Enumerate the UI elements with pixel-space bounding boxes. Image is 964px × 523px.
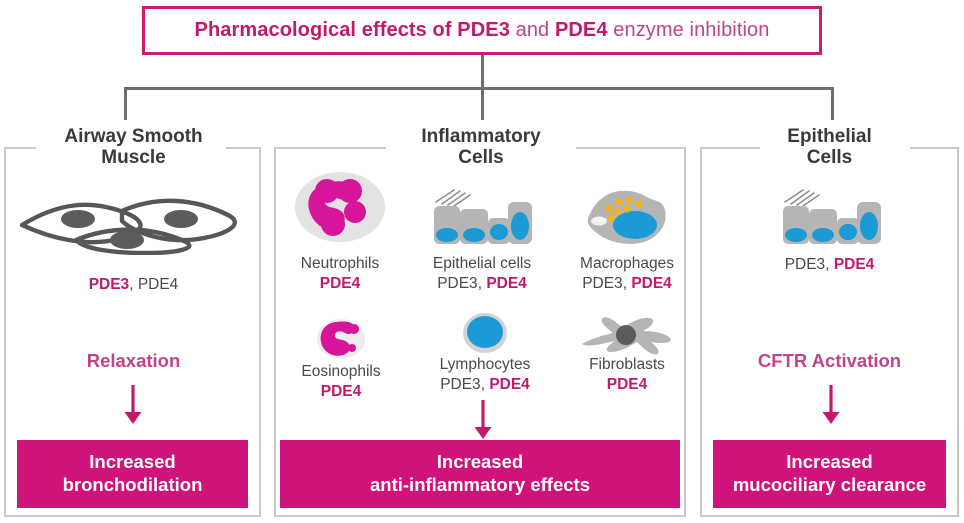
entry-neutrophils: Neutrophils PDE4	[281, 255, 399, 294]
connector-drop-right	[831, 87, 834, 120]
column-header-epithelial-cells: Epithelial Cells	[702, 126, 957, 169]
entry-name: Epithelial cells	[432, 255, 532, 272]
column-header-line2: Cells	[458, 147, 504, 169]
column-header-line2: Cells	[806, 147, 853, 169]
entry-epithelial-cells: Epithelial cells PDE3, PDE4	[415, 255, 549, 294]
pde-highlight: PDE4	[486, 274, 527, 292]
header-gap-mask-col3	[760, 143, 910, 152]
pde-plain: PDE3	[437, 274, 478, 292]
effect-label-relaxation: Relaxation	[86, 350, 181, 371]
arrow-down-col3	[818, 385, 844, 425]
header-gap-mask-col2	[386, 143, 576, 152]
pde-plain: PDE3	[440, 375, 481, 393]
arrow-down-col2	[470, 400, 496, 440]
column-header-line1: Inflammatory	[421, 126, 541, 147]
entry-pde-labels: PDE3, PDE4	[6, 275, 261, 295]
pde-plain: PDE3	[784, 256, 826, 273]
title-segment-3: enzyme inhibition	[607, 19, 770, 41]
outcome-line1: Increased	[89, 451, 176, 473]
header-gap-mask-col1	[36, 143, 226, 152]
title-segment-1: and	[509, 19, 555, 41]
entry-name: Macrophages	[580, 255, 674, 272]
arrow-down-col1	[120, 385, 146, 425]
entry-name: Neutrophils	[300, 255, 380, 272]
macrophage-icon	[583, 188, 671, 246]
fibroblast-icon	[579, 313, 673, 355]
outcome-line2: anti-inflammatory effects	[370, 474, 590, 495]
entry-epithelial-cells-right: PDE3, PDE4	[702, 255, 957, 275]
entry-eosinophils: Eosinophils PDE4	[283, 363, 399, 402]
entry-smooth-muscle-cells: PDE3, PDE4	[6, 275, 261, 295]
connector-horizontal-bus	[124, 87, 834, 90]
entry-name: Fibroblasts	[589, 356, 665, 373]
pde-separator: ,	[129, 276, 138, 293]
smooth-muscle-cells-icon	[18, 193, 248, 256]
pde-highlight: PDE4	[319, 274, 361, 292]
outcome-line1: Increased	[786, 451, 873, 473]
pde-plain: PDE4	[137, 276, 179, 293]
pde-highlight: PDE4	[489, 375, 530, 393]
entry-pde-labels: PDE3, PDE4	[563, 274, 691, 294]
entry-macrophages: Macrophages PDE3, PDE4	[563, 255, 691, 294]
lymphocyte-icon	[462, 312, 508, 354]
column-header-airway-smooth-muscle: Airway Smooth Muscle	[6, 126, 261, 169]
column-header-inflammatory-cells: Inflammatory Cells	[276, 126, 686, 169]
pde-separator: ,	[477, 274, 487, 292]
entry-pde-labels: PDE4	[566, 375, 688, 395]
entry-pde-labels: PDE4	[283, 382, 399, 402]
outcome-line1: Increased	[436, 451, 524, 473]
column-header-line1: Epithelial	[787, 126, 872, 147]
column-header-line2: Muscle	[101, 147, 166, 169]
pde-highlight: PDE4	[320, 382, 362, 400]
main-title-text: Pharmacological effects of PDE3 and PDE4…	[195, 19, 770, 42]
entry-pde-labels: PDE4	[281, 274, 399, 294]
pde-highlight: PDE4	[606, 375, 648, 393]
eosinophil-icon	[316, 318, 366, 360]
pde-highlight: PDE4	[833, 256, 875, 273]
entry-name: Lymphocytes	[439, 356, 531, 373]
connector-trunk-vertical	[481, 55, 484, 88]
connector-drop-center	[481, 87, 484, 120]
epithelial-cells-icon	[428, 188, 535, 246]
entry-lymphocytes: Lymphocytes PDE3, PDE4	[418, 356, 552, 395]
column-header-line1: Airway Smooth	[64, 126, 203, 147]
outcome-line2: mucociliary clearance	[732, 474, 927, 495]
outcome-line2: bronchodilation	[62, 474, 203, 495]
pde-separator: ,	[480, 375, 490, 393]
outcome-bar-increased-anti-inflammatory-effects: Increased anti-inflammatory effects	[280, 440, 680, 508]
entry-pde-labels: PDE3, PDE4	[418, 375, 552, 395]
pde-separator: ,	[622, 274, 632, 292]
pde-separator: ,	[825, 256, 834, 273]
main-title-box: Pharmacological effects of PDE3 and PDE4…	[142, 6, 822, 55]
neutrophil-icon	[293, 169, 387, 245]
effect-label-cftr-activation: CFTR Activation	[757, 350, 902, 371]
pde-highlight: PDE4	[631, 274, 672, 292]
entry-pde-labels: PDE3, PDE4	[702, 255, 957, 275]
entry-name: Eosinophils	[301, 363, 381, 380]
epithelial-cells-icon	[777, 188, 884, 246]
outcome-bar-increased-mucociliary-clearance: Increased mucociliary clearance	[713, 440, 946, 508]
entry-fibroblasts: Fibroblasts PDE4	[566, 356, 688, 395]
pde-highlight: PDE3	[88, 276, 130, 293]
outcome-bar-increased-bronchodilation: Increased bronchodilation	[17, 440, 248, 508]
pde-plain: PDE3	[582, 274, 623, 292]
title-segment-0: Pharmacological effects of PDE3	[194, 19, 510, 41]
entry-pde-labels: PDE3, PDE4	[415, 274, 549, 294]
title-segment-2: PDE4	[554, 19, 608, 41]
connector-drop-left	[124, 87, 127, 120]
